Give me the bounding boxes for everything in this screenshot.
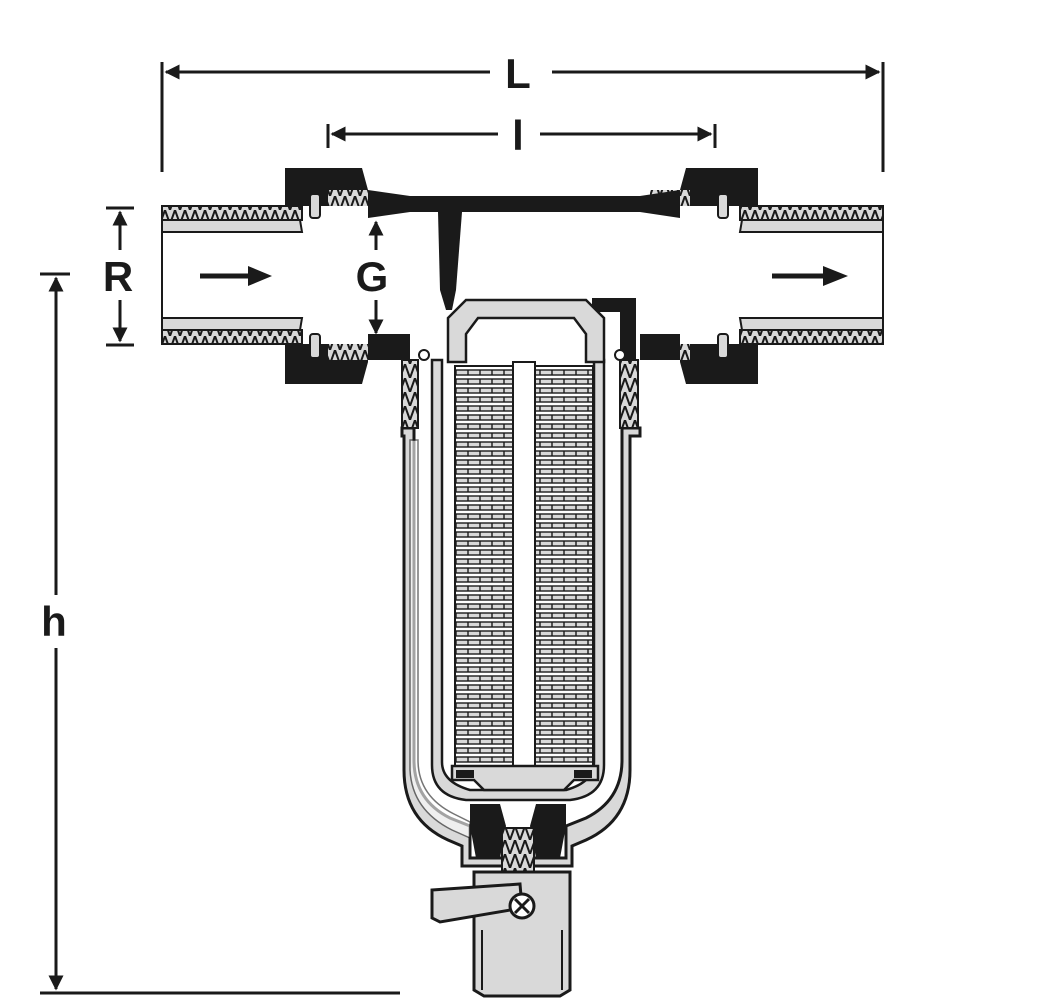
- label-h: h: [41, 598, 67, 645]
- drain-lever-handle: [430, 882, 524, 924]
- dimension-l: l: [326, 112, 717, 159]
- label-R: R: [103, 253, 133, 300]
- flow-direction-arrow-outlet: [772, 266, 848, 286]
- label-L: L: [505, 50, 531, 97]
- filter-head: [368, 190, 680, 360]
- outlet-connector: [650, 168, 884, 384]
- dimension-L: L: [160, 50, 885, 172]
- dimension-R: R: [103, 206, 134, 347]
- label-l: l: [512, 112, 524, 159]
- filter-bowl: [400, 358, 642, 868]
- screw-head-icon: [508, 892, 536, 920]
- flow-direction-arrow-inlet: [200, 266, 272, 286]
- filter-cartridge: [418, 298, 626, 792]
- dimension-G: G: [356, 220, 389, 335]
- label-G: G: [356, 253, 389, 300]
- inlet-connector: [161, 168, 368, 384]
- drain-valve: [430, 804, 572, 998]
- dimension-h: h: [40, 272, 400, 995]
